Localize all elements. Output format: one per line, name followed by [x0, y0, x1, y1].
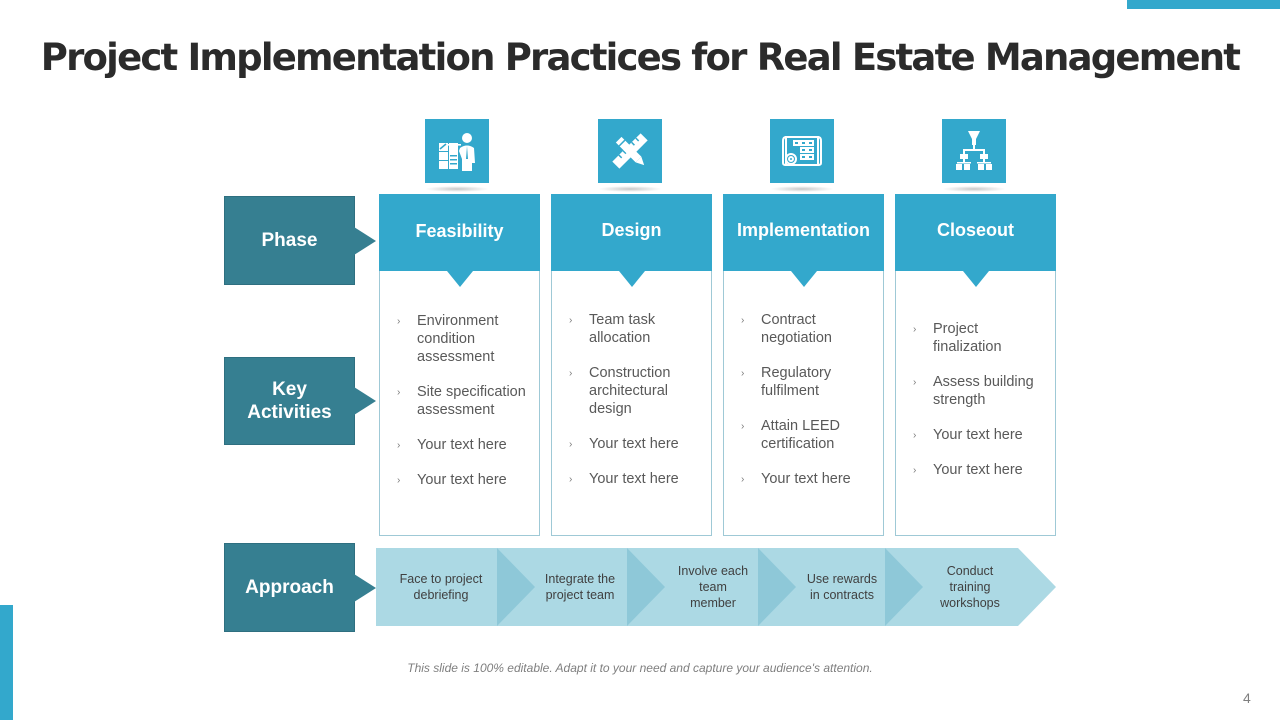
row-label-phase: Phase	[224, 196, 355, 285]
icon-shadow	[425, 186, 489, 192]
chevron-right-icon: ›	[741, 315, 745, 326]
activity-item: ›Site specification assessment	[397, 384, 526, 418]
activity-item: ›Your text here	[397, 472, 507, 488]
blueprint-gear-icon	[782, 136, 822, 166]
phase-column-design: Design ›Team task allocation ›Constructi…	[551, 194, 712, 536]
chevron-right-icon: ›	[913, 377, 917, 388]
activity-item: ›Project finalization	[913, 321, 1002, 355]
chevron-right-icon: ›	[397, 440, 401, 451]
chevron-divider-icon	[758, 548, 796, 626]
phase-title: Closeout	[936, 220, 1014, 240]
row-label-key-activities: Key Activities	[224, 357, 355, 445]
chevron-divider-icon	[885, 548, 923, 626]
activity-item: ›Your text here	[913, 462, 1023, 478]
phase-icon-tile-implementation	[770, 119, 834, 183]
approach-step: Conduct training workshops	[940, 564, 1000, 610]
pencil-ruler-icon	[612, 133, 648, 169]
activity-item: ›Your text here	[397, 437, 507, 453]
activity-item: ›Attain LEED certification	[741, 418, 840, 452]
phase-title: Design	[601, 220, 662, 240]
icon-shadow	[770, 186, 834, 192]
slide-title: Project Implementation Practices for Rea…	[40, 36, 1241, 79]
phase-header: Feasibility	[379, 194, 540, 271]
activity-item: ›Your text here	[913, 427, 1023, 443]
activity-list: ›Environment condition assessment ›Site …	[380, 312, 539, 506]
chevron-right-icon: ›	[569, 439, 573, 450]
phase-column-feasibility: Feasibility ›Environment condition asses…	[379, 194, 540, 536]
editable-footnote: This slide is 100% editable. Adapt it to…	[407, 661, 873, 675]
approach-band-end-arrow	[1018, 548, 1056, 626]
activity-list: ›Team task allocation ›Construction arch…	[552, 311, 711, 505]
icon-shadow	[942, 186, 1006, 192]
row-label-approach-text: Approach	[245, 577, 334, 598]
phase-title: Feasibility	[415, 221, 504, 241]
icon-shadow	[598, 186, 662, 192]
phase-column-implementation: Implementation ›Contract negotiation ›Re…	[723, 194, 884, 536]
chevron-right-icon: ›	[569, 474, 573, 485]
chevron-right-icon: ›	[913, 430, 917, 441]
activity-item: ›Regulatory fulfilment	[741, 365, 832, 399]
row-label-approach: Approach	[224, 543, 355, 632]
chevron-right-icon: ›	[741, 368, 745, 379]
chevron-divider-icon	[627, 548, 665, 626]
left-accent-bar	[0, 605, 13, 720]
activity-list: ›Contract negotiation ›Regulatory fulfil…	[724, 311, 883, 505]
activity-item: ›Environment condition assessment	[397, 313, 499, 365]
phase-header: Implementation	[723, 194, 884, 271]
phase-header: Closeout	[895, 194, 1056, 271]
phase-icon-tile-closeout	[942, 119, 1006, 183]
hierarchy-funnel-icon	[956, 131, 992, 170]
approach-flow: Face to project debriefing Integrate the…	[376, 548, 1056, 626]
activity-item: ›Construction architectural design	[569, 365, 671, 417]
activity-item: ›Contract negotiation	[741, 312, 832, 346]
phase-column-closeout: Closeout ›Project finalization ›Assess b…	[895, 194, 1056, 536]
approach-step: Involve each team member	[677, 564, 749, 610]
activity-item: ›Your text here	[569, 436, 679, 452]
activity-item: ›Assess building strength	[913, 374, 1034, 408]
chevron-right-icon: ›	[397, 387, 401, 398]
row-label-phase-text: Phase	[261, 230, 318, 251]
phase-icon-tile-design	[598, 119, 662, 183]
top-accent-bar	[1127, 0, 1280, 9]
chevron-right-icon: ›	[913, 324, 917, 335]
chevron-right-icon: ›	[569, 368, 573, 379]
activity-item: ›Team task allocation	[569, 312, 656, 346]
phase-header: Design	[551, 194, 712, 271]
approach-step: Use rewards in contracts	[806, 572, 878, 602]
activity-item: ›Your text here	[569, 471, 679, 487]
row-label-key-activities-text: Key Activities	[247, 379, 332, 423]
chevron-right-icon: ›	[569, 315, 573, 326]
chevron-right-icon: ›	[397, 316, 401, 327]
chevron-right-icon: ›	[913, 465, 917, 476]
chevron-divider-icon	[497, 548, 535, 626]
chevron-right-icon: ›	[741, 474, 745, 485]
presentation-person-icon	[439, 133, 475, 171]
page-number: 4	[1243, 690, 1251, 706]
phase-icon-tile-feasibility	[425, 119, 489, 183]
chevron-right-icon: ›	[397, 475, 401, 486]
approach-step: Face to project debriefing	[399, 572, 483, 602]
phase-title: Implementation	[736, 220, 870, 240]
approach-step: Integrate the project team	[544, 572, 616, 602]
activity-list: ›Project finalization ›Assess building s…	[896, 320, 1055, 496]
activity-item: ›Your text here	[741, 471, 851, 487]
chevron-right-icon: ›	[741, 421, 745, 432]
